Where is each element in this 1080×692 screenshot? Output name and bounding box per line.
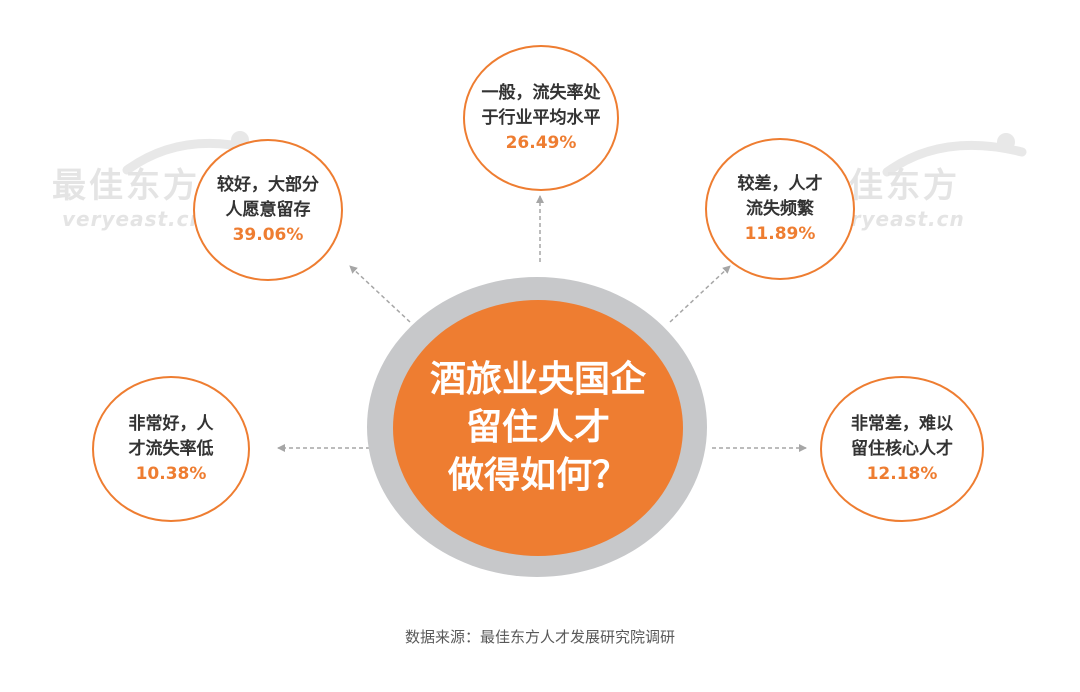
bubble-percent: 10.38% [135,463,207,484]
bubble-label-line: 于行业平均水平 [481,107,601,128]
bubble-label-line: 人愿意留存 [225,199,311,220]
arrow-to-upper-left [349,265,411,323]
source-note: 数据来源：最佳东方人才发展研究院调研 [404,628,675,646]
bubble-very-good: 非常好，人 才流失率低 10.38% [92,376,250,522]
bubble-good: 较好，大部分 人愿意留存 39.06% [193,139,343,281]
bubble-very-poor: 非常差，难以 留住核心人才 12.18% [820,376,984,522]
bubble-average: 一般，流失率处 于行业平均水平 26.49% [463,45,619,191]
bubble-label-line: 一般，流失率处 [481,82,601,103]
arrow-to-upper-right [669,265,731,323]
bubble-label-line: 流失频繁 [746,198,814,219]
bubble-label-line: 才流失率低 [128,438,214,459]
bubble-label-line: 非常差，难以 [851,413,953,434]
bubble-label-line: 非常好，人 [128,413,214,434]
bubble-percent: 11.89% [744,223,816,244]
center-title-line: 做得如何？ [447,455,628,496]
bubble-label-line: 留住核心人才 [851,438,953,459]
center-title-line: 酒旅业央国企 [429,359,646,400]
center-title: 酒旅业央国企 留住人才 做得如何？ [393,300,683,556]
center-title-line: 留住人才 [465,407,610,448]
bubble-percent: 12.18% [866,463,938,484]
bubble-percent: 39.06% [232,224,304,245]
bubble-percent: 26.49% [505,132,577,153]
bubble-poor: 较差，人才 流失频繁 11.89% [705,138,855,280]
bubble-label-line: 较差，人才 [737,173,823,194]
bubble-label-line: 较好，大部分 [217,174,319,195]
